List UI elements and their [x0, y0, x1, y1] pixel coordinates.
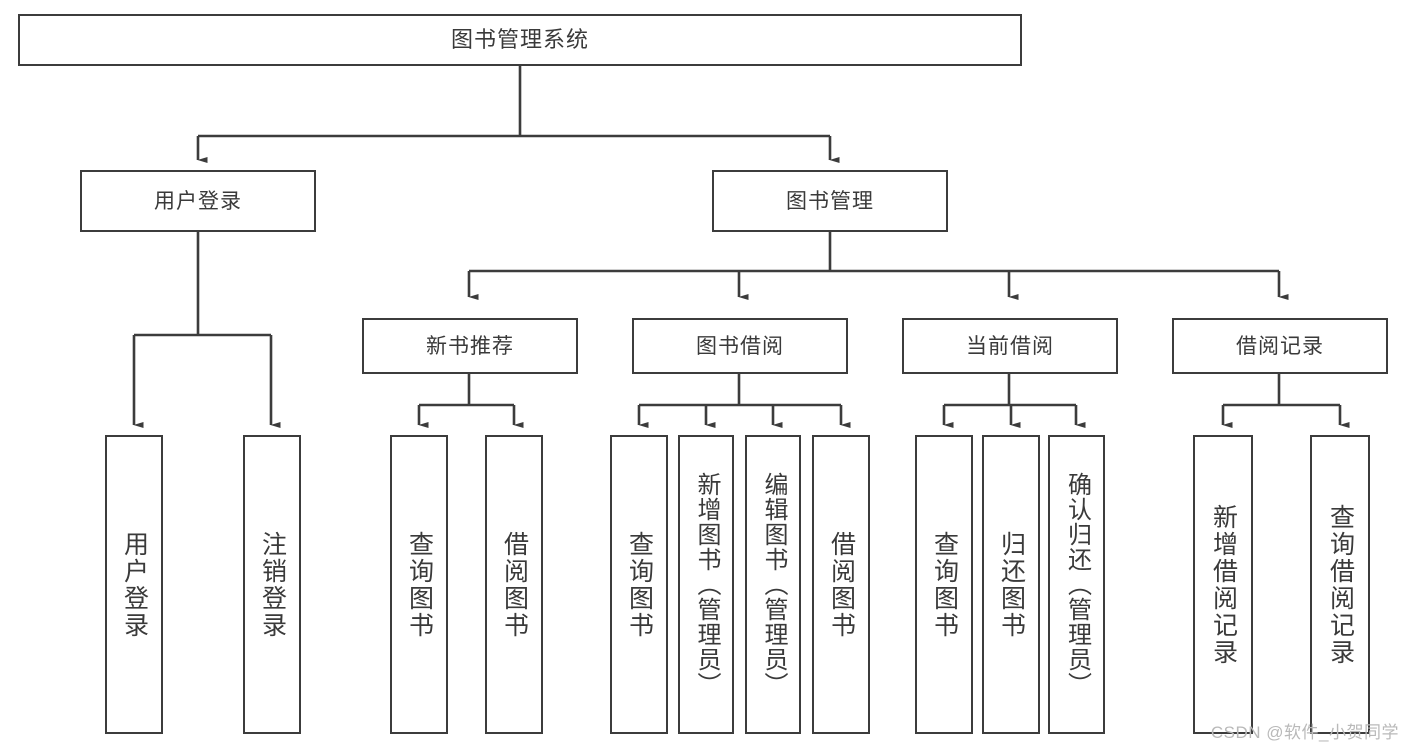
- node-new-book-recommend[interactable]: 新书推荐: [362, 318, 578, 374]
- leaf-node[interactable]: 查询图书: [610, 435, 668, 734]
- leaf-node-label: 查询图书: [930, 530, 959, 639]
- leaf-node-label: 查询借阅记录: [1326, 503, 1355, 666]
- leaf-node[interactable]: 查询图书: [915, 435, 973, 734]
- node-borrow-records[interactable]: 借阅记录: [1172, 318, 1388, 374]
- node-borrow-records-label: 借阅记录: [1236, 334, 1324, 358]
- leaf-node-label: 新增借阅记录: [1209, 503, 1238, 666]
- node-current-borrow-label: 当前借阅: [966, 334, 1054, 358]
- leaf-node-label: 确认归还（管理员）: [1063, 472, 1091, 697]
- node-book-management[interactable]: 图书管理: [712, 170, 948, 232]
- leaf-node-label: 借阅图书: [500, 530, 529, 639]
- node-book-borrow-label: 图书借阅: [696, 334, 784, 358]
- node-user-login-label: 用户登录: [154, 189, 242, 213]
- node-current-borrow[interactable]: 当前借阅: [902, 318, 1118, 374]
- leaf-node[interactable]: 确认归还（管理员）: [1048, 435, 1105, 734]
- node-book-borrow[interactable]: 图书借阅: [632, 318, 848, 374]
- leaf-node-label: 归还图书: [997, 530, 1026, 639]
- leaf-node[interactable]: 新增借阅记录: [1193, 435, 1253, 734]
- node-root[interactable]: 图书管理系统: [18, 14, 1022, 66]
- leaf-node[interactable]: 用户登录: [105, 435, 163, 734]
- node-user-login[interactable]: 用户登录: [80, 170, 316, 232]
- leaf-node-label: 查询图书: [405, 530, 434, 639]
- leaf-node-label: 查询图书: [625, 530, 654, 639]
- leaf-node-label: 新增图书（管理员）: [692, 472, 720, 697]
- leaf-node-label: 借阅图书: [827, 530, 856, 639]
- leaf-node[interactable]: 新增图书（管理员）: [678, 435, 734, 734]
- leaf-node-label: 用户登录: [120, 530, 149, 639]
- node-new-book-recommend-label: 新书推荐: [426, 334, 514, 358]
- node-book-management-label: 图书管理: [786, 189, 874, 213]
- leaf-node[interactable]: 借阅图书: [485, 435, 543, 734]
- csdn-watermark: CSDN @软件_小贺同学: [1210, 723, 1399, 742]
- leaf-node-label: 注销登录: [258, 530, 287, 639]
- node-root-label: 图书管理系统: [450, 27, 589, 52]
- leaf-node[interactable]: 编辑图书（管理员）: [745, 435, 801, 734]
- leaf-node-label: 编辑图书（管理员）: [759, 472, 787, 697]
- leaf-node[interactable]: 查询借阅记录: [1310, 435, 1370, 734]
- leaf-node[interactable]: 注销登录: [243, 435, 301, 734]
- leaf-node[interactable]: 借阅图书: [812, 435, 870, 734]
- leaf-node[interactable]: 归还图书: [982, 435, 1040, 734]
- leaf-node[interactable]: 查询图书: [390, 435, 448, 734]
